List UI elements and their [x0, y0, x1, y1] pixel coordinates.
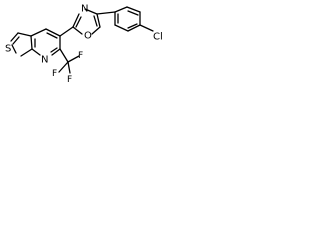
bond — [91, 26, 101, 35]
bond — [127, 23, 138, 29]
bond — [45, 28, 61, 37]
bond — [17, 32, 32, 37]
trifluoromethyl-group — [58, 48, 80, 74]
bond — [72, 13, 80, 28]
fluorine-label: F — [67, 75, 72, 85]
pyridine-ring — [30, 28, 61, 56]
bond — [67, 61, 71, 74]
oxazole-ring — [72, 8, 101, 35]
chlorophenyl-ring — [114, 6, 141, 32]
chemical-structure: S N N O Cl F F F — [5, 4, 163, 86]
bond — [51, 48, 61, 56]
bond — [30, 35, 33, 50]
fluorine-label: F — [78, 51, 83, 61]
bond — [139, 24, 154, 32]
bond — [75, 16, 82, 28]
bond — [20, 48, 33, 57]
oxazole-oxygen-label: O — [84, 31, 92, 42]
bond — [114, 24, 129, 32]
bond — [46, 32, 58, 39]
bond — [10, 32, 19, 42]
chlorine-label: Cl — [153, 32, 163, 43]
thiophene-sulfur-label: S — [5, 44, 11, 55]
bond — [114, 6, 128, 13]
bond — [126, 6, 141, 13]
bond — [127, 10, 139, 16]
bond — [84, 8, 98, 15]
bond — [59, 26, 74, 37]
bond — [58, 61, 69, 73]
bond — [50, 47, 58, 53]
fluorine-label: F — [52, 69, 57, 79]
bond — [96, 11, 116, 15]
bond — [30, 28, 47, 37]
oxazole-nitrogen-label: N — [81, 4, 88, 15]
bond — [59, 48, 69, 63]
bond — [12, 36, 20, 45]
bond — [67, 55, 80, 63]
bond — [72, 26, 83, 35]
bond — [93, 15, 98, 27]
bond — [31, 48, 41, 56]
bond — [11, 44, 17, 54]
bond — [96, 13, 101, 28]
thiophene-ring — [10, 32, 33, 57]
bond — [127, 24, 141, 32]
pyridine-nitrogen-label: N — [41, 55, 48, 66]
